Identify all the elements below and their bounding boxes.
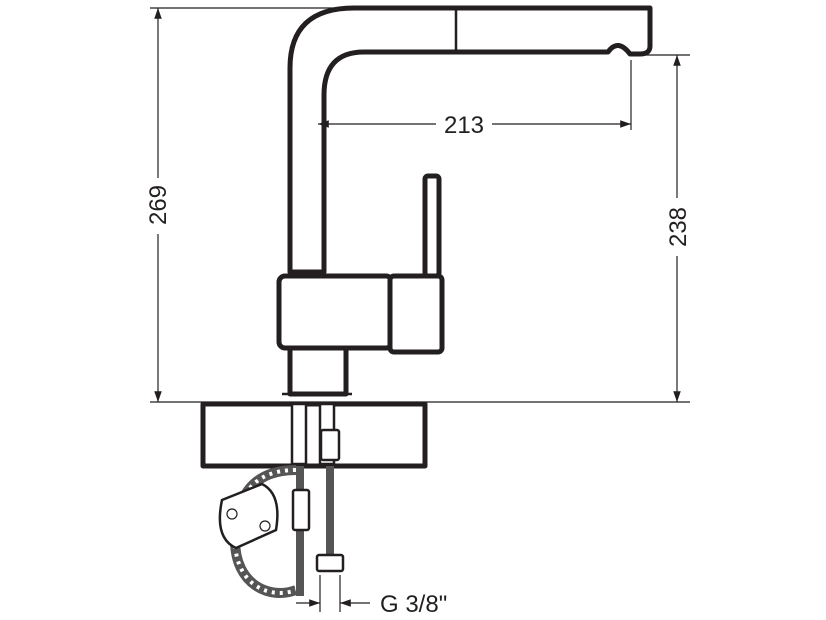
dimension-spout-reach: 213 bbox=[318, 110, 631, 139]
faucet-lever bbox=[387, 173, 445, 355]
hose-counterweight bbox=[218, 482, 279, 550]
dimension-label-spout-reach: 213 bbox=[444, 112, 484, 139]
dimension-total-height: 269 bbox=[140, 7, 176, 402]
countertop bbox=[200, 401, 428, 469]
dimension-label-total-height: 269 bbox=[145, 185, 172, 225]
dimension-label-spout-height: 238 bbox=[665, 207, 692, 247]
dimension-spout-height: 238 bbox=[660, 54, 696, 402]
faucet-spout bbox=[287, 5, 653, 275]
dimension-connection-thread: G 3/8" bbox=[296, 575, 447, 618]
supply-hoses bbox=[291, 428, 345, 596]
dimension-label-connection-thread: G 3/8" bbox=[380, 591, 447, 618]
faucet-body bbox=[276, 273, 395, 397]
